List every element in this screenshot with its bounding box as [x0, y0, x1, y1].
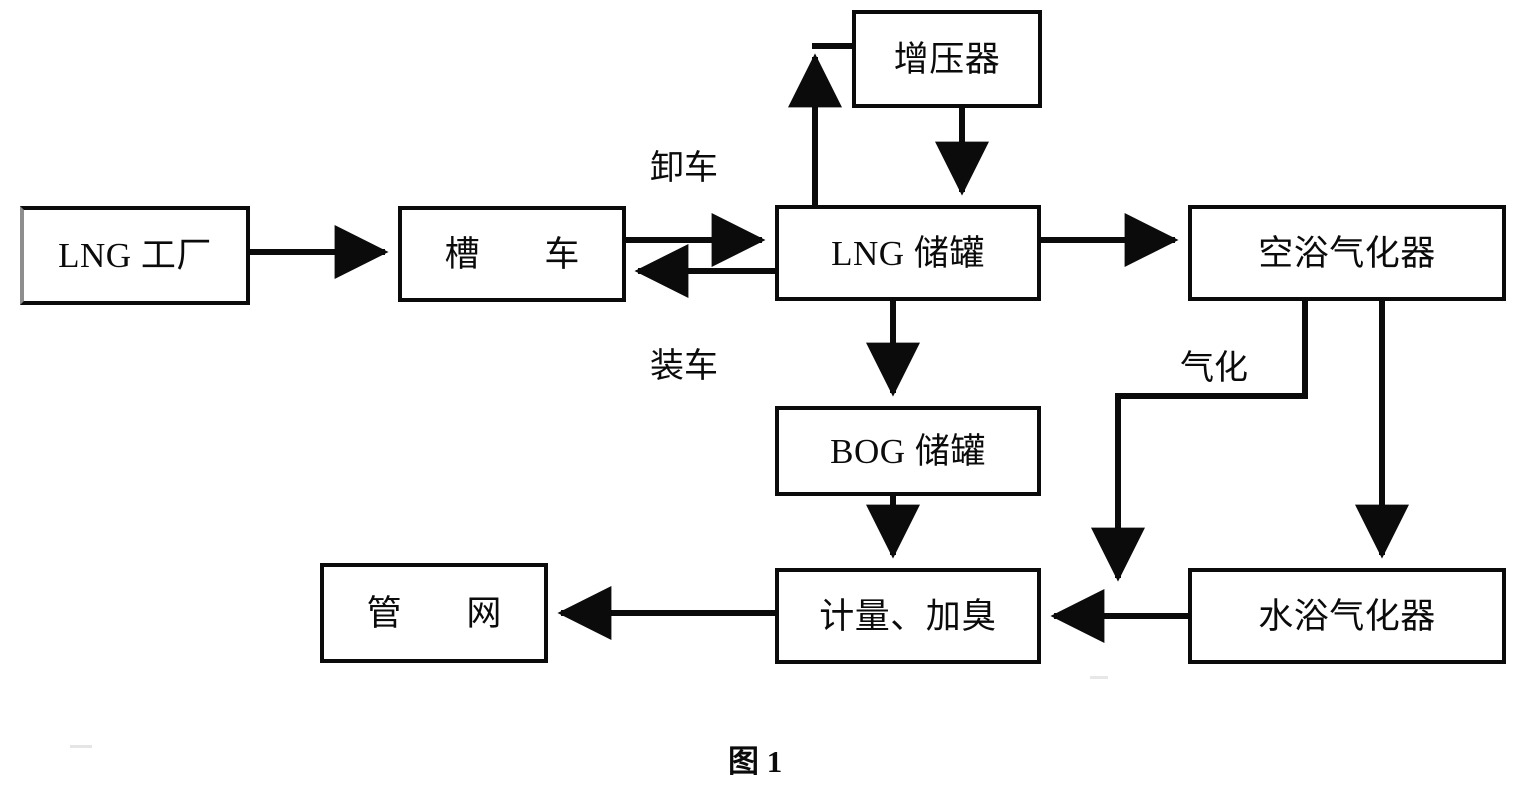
- scan-speck: [1090, 676, 1108, 679]
- node-label-bog-tank: BOG 储罐: [830, 431, 986, 471]
- node-label-lng-tank: LNG 储罐: [831, 233, 985, 273]
- node-pipeline-network[interactable]: 管 网: [320, 563, 548, 663]
- scan-speck: [70, 745, 92, 748]
- node-air-bath-vaporizer[interactable]: 空浴气化器: [1188, 205, 1506, 301]
- node-label-water-bath-vaporizer: 水浴气化器: [1258, 596, 1436, 636]
- edge-label-loading: 装车: [650, 348, 718, 385]
- node-bog-tank[interactable]: BOG 储罐: [775, 406, 1041, 496]
- node-label-metering-odorizing: 计量、加臭: [819, 596, 997, 636]
- edge-label-gasification: 气化: [1180, 350, 1248, 387]
- node-tanker-truck[interactable]: 槽 车: [398, 206, 626, 302]
- node-label-pipeline-network: 管 网: [366, 593, 530, 633]
- node-label-lng-plant: LNG 工厂: [58, 236, 212, 275]
- edge-label-unloading: 卸车: [650, 150, 718, 187]
- node-lng-tank[interactable]: LNG 储罐: [775, 205, 1041, 301]
- node-label-air-bath-vaporizer: 空浴气化器: [1258, 233, 1436, 273]
- node-water-bath-vaporizer[interactable]: 水浴气化器: [1188, 568, 1506, 664]
- figure-caption: 图 1: [728, 744, 783, 779]
- node-label-tanker-truck: 槽 车: [444, 234, 608, 274]
- node-lng-plant[interactable]: LNG 工厂: [20, 206, 250, 305]
- node-booster[interactable]: 增压器: [852, 10, 1042, 108]
- node-metering-odorizing[interactable]: 计量、加臭: [775, 568, 1041, 664]
- node-label-booster: 增压器: [893, 39, 1001, 79]
